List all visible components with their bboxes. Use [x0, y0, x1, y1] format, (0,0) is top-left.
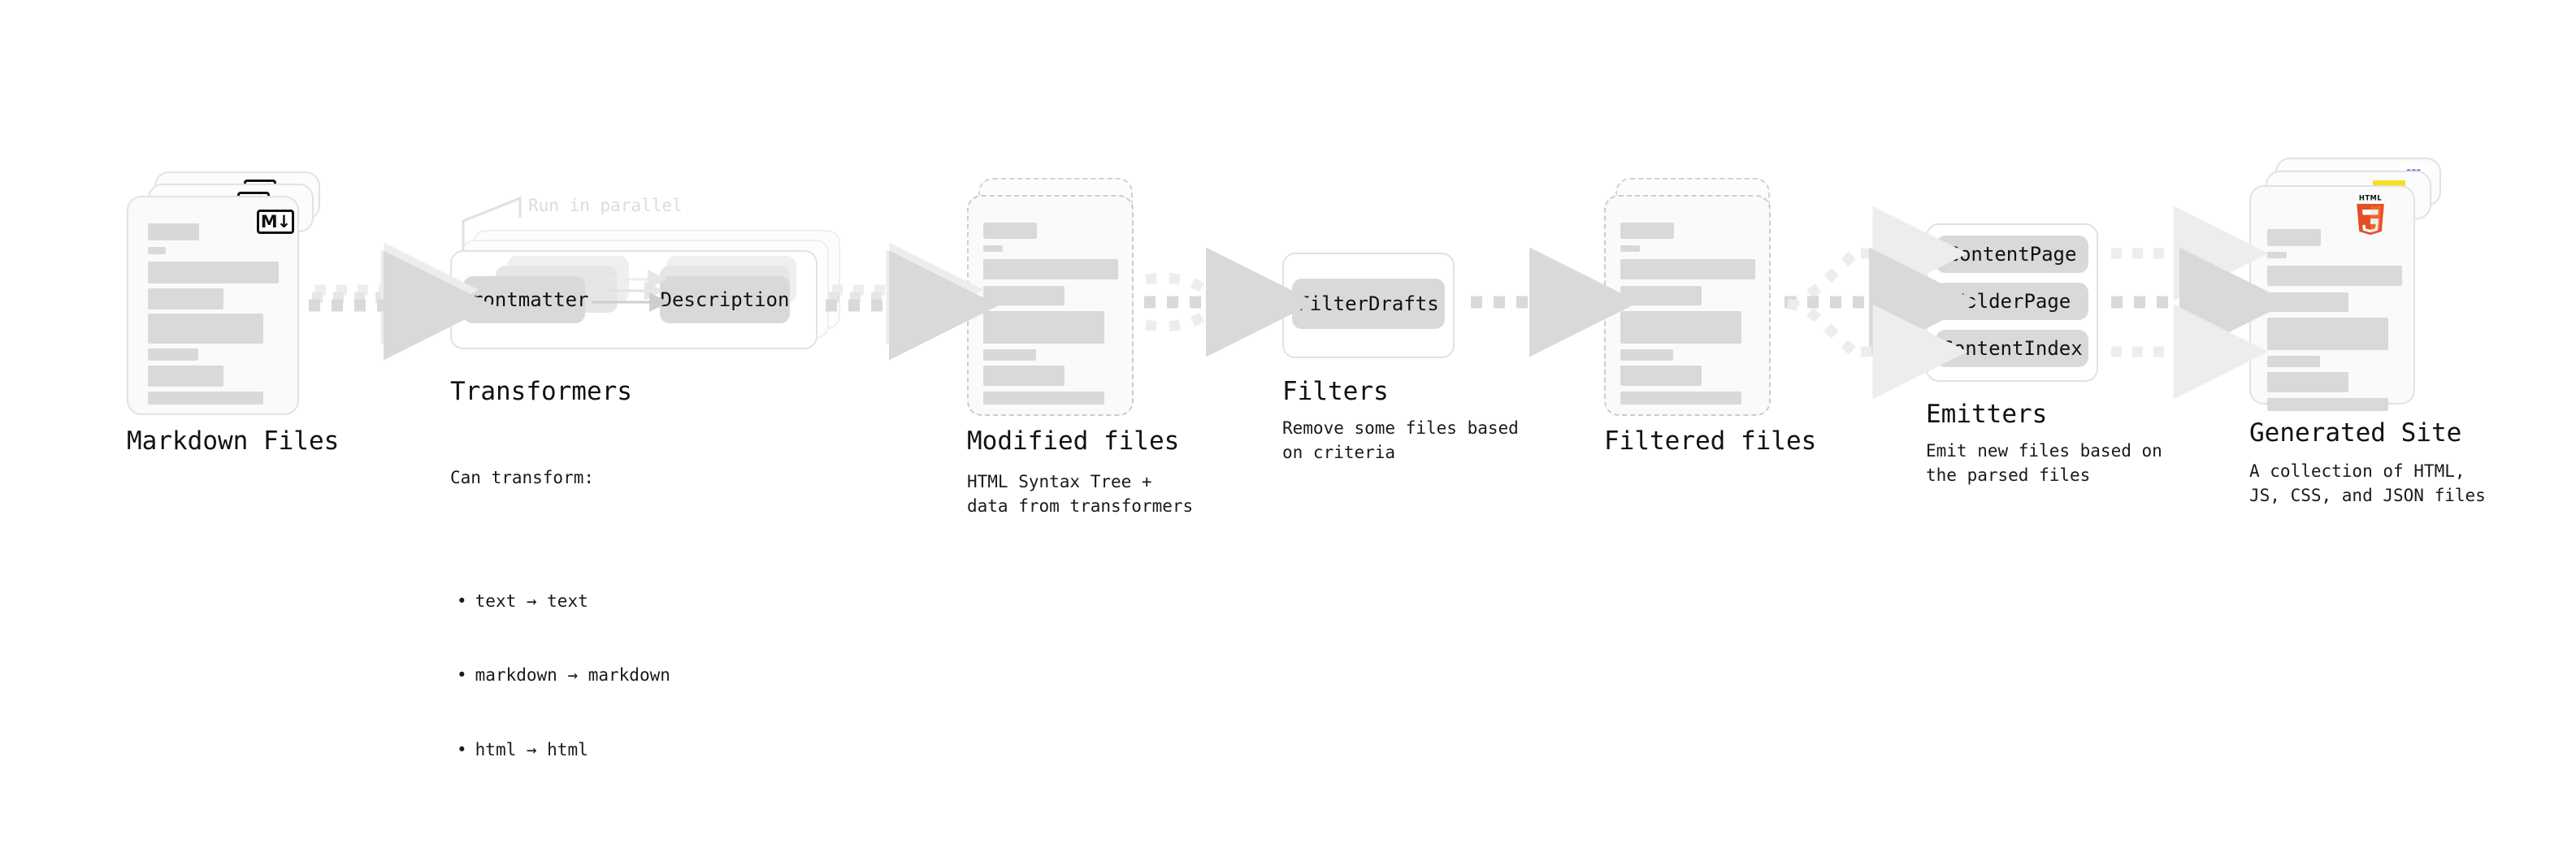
- skeleton-bar: [148, 223, 199, 240]
- modified-file-card-front: [967, 195, 1134, 416]
- skeleton-bar: [2267, 266, 2402, 286]
- stage-title-modified-files: Modified files: [967, 426, 1180, 456]
- stage-subtitle-transformers: Can transform: text → text markdown → ma…: [450, 416, 670, 861]
- stage-title-generated-site: Generated Site: [2249, 418, 2462, 448]
- skeleton-bar: [2267, 318, 2388, 350]
- skeleton-bar: [1620, 245, 1640, 252]
- html5-icon: HTML: [2357, 193, 2384, 236]
- skeleton-bar: [983, 223, 1037, 239]
- connector-emitters-to-site: [2111, 206, 2289, 400]
- filter-chip-filterdrafts[interactable]: FilterDrafts: [1292, 279, 1445, 329]
- skeleton-bar: [1620, 366, 1702, 386]
- skeleton-bar: [983, 245, 1003, 252]
- stage-title-filters: Filters: [1282, 377, 1389, 406]
- emitter-chip-folderpage[interactable]: FolderPage: [1936, 283, 2088, 320]
- skeleton-bar: [2267, 229, 2321, 246]
- skeleton-bar: [148, 348, 198, 361]
- filtered-file-card-front: [1604, 195, 1771, 416]
- stage-title-markdown-files: Markdown Files: [127, 426, 340, 456]
- skeleton-bar: [983, 392, 1104, 405]
- skeleton-bar: [1620, 311, 1741, 344]
- skeleton-bar: [983, 311, 1104, 344]
- stage-subtitle-modified-files: HTML Syntax Tree + data from transformer…: [967, 472, 1194, 517]
- run-in-parallel-annotation: Run in parallel: [528, 196, 683, 215]
- generated-file-card-front: [2249, 185, 2415, 411]
- transformers-bullet: html → html: [450, 738, 670, 762]
- transformer-chip-description[interactable]: Description: [660, 276, 790, 323]
- transformers-bullet: markdown → markdown: [450, 663, 670, 687]
- skeleton-bar: [148, 314, 263, 344]
- skeleton-bar: [148, 288, 223, 309]
- transformers-bullet: text → text: [450, 589, 670, 613]
- skeleton-bar: [1620, 259, 1755, 279]
- transformers-subtitle-lead: Can transform:: [450, 467, 595, 487]
- transformers-bullet-list: text → text markdown → markdown html → h…: [450, 539, 670, 811]
- connector-modified-to-filters: [1144, 247, 1316, 357]
- skeleton-bar: [148, 262, 279, 283]
- skeleton-bar: [2267, 252, 2287, 258]
- svg-text:HTML: HTML: [2359, 193, 2382, 201]
- transformer-chip-frontmatter[interactable]: Frontmatter: [460, 276, 588, 323]
- connector-markdown-to-transformers: [309, 242, 493, 361]
- skeleton-bar: [2267, 372, 2348, 392]
- skeleton-bar: [983, 286, 1065, 305]
- emitter-chip-contentindex[interactable]: ContentIndex: [1936, 330, 2088, 367]
- stage-title-emitters: Emitters: [1926, 400, 2048, 429]
- skeleton-bar: [2267, 292, 2348, 312]
- skeleton-bar: [983, 349, 1036, 361]
- skeleton-bar: [148, 366, 223, 387]
- skeleton-bar: [148, 247, 166, 254]
- skeleton-bar: [2267, 356, 2320, 367]
- skeleton-bar: [983, 259, 1118, 279]
- stage-title-transformers: Transformers: [450, 377, 632, 406]
- skeleton-bar: [1620, 392, 1741, 405]
- skeleton-bar: [1620, 223, 1674, 239]
- emitter-chip-contentpage[interactable]: ContentPage: [1936, 236, 2088, 273]
- stage-title-filtered-files: Filtered files: [1604, 426, 1817, 456]
- skeleton-bar: [148, 392, 263, 405]
- stage-subtitle-generated-site: A collection of HTML, JS, CSS, and JSON …: [2249, 461, 2486, 506]
- markdown-icon: M↓: [257, 210, 294, 234]
- skeleton-bar: [2267, 398, 2388, 411]
- skeleton-bar: [983, 366, 1065, 386]
- connector-filtered-to-emitters: [1785, 206, 1979, 400]
- stage-subtitle-emitters: Emit new files based on the parsed files: [1926, 441, 2162, 486]
- skeleton-bar: [1620, 349, 1673, 361]
- stage-subtitle-filters: Remove some files based on criteria: [1282, 418, 1519, 463]
- pipeline-diagram: M↓ M↓ M↓ Markdown Files Run in parallel …: [0, 0, 2576, 681]
- skeleton-bar: [1620, 286, 1702, 305]
